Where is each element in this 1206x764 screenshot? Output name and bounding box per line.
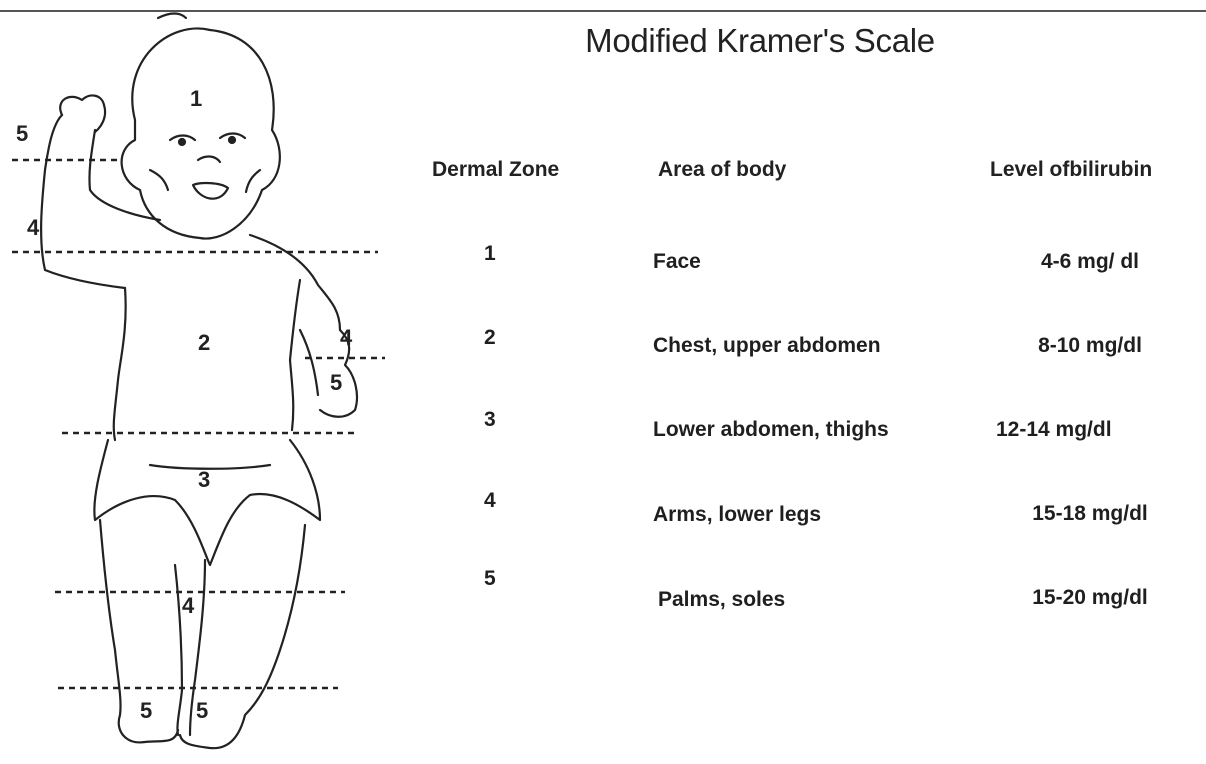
column-header-dermal-zone: Dermal Zone <box>432 158 559 182</box>
column-header-area: Area of body <box>658 158 786 182</box>
page-title: Modified Kramer's Scale <box>540 22 980 60</box>
table-row-2-zone: 2 <box>484 326 504 350</box>
table-row-3-area: Lower abdomen, thighs <box>653 418 889 442</box>
zone-label-right-foot: 5 <box>196 698 208 723</box>
table-row-4-level: 15-18 mg/dl <box>1020 502 1160 526</box>
zone-label-raised-arm: 4 <box>27 215 40 240</box>
head-outline <box>122 28 280 238</box>
table-row-4-area: Arms, lower legs <box>653 503 821 527</box>
zone-label-raised-hand: 5 <box>16 121 28 146</box>
table-row-2-level: 8-10 mg/dl <box>1020 334 1160 358</box>
left-leg-outline <box>100 520 178 742</box>
zone-label-hip: 3 <box>198 467 210 492</box>
table-row-2-area: Chest, upper abdomen <box>653 334 881 358</box>
column-header-level: Level ofbilirubin <box>990 158 1152 182</box>
nose <box>198 156 220 162</box>
infant-zone-illustration: 1 5 4 2 4 5 3 4 5 5 <box>0 0 410 764</box>
zone-label-side-arm: 4 <box>340 325 353 350</box>
zone-label-side-hand: 5 <box>330 370 342 395</box>
mouth <box>193 183 228 199</box>
table-row-5-zone: 5 <box>484 567 504 591</box>
zone-label-chest: 2 <box>198 330 210 355</box>
infant-outline-drawing: 1 5 4 2 4 5 3 4 5 5 <box>0 0 410 764</box>
torso-outline <box>114 288 126 440</box>
table-row-4-zone: 4 <box>484 489 504 513</box>
zone-label-shin: 4 <box>182 593 195 618</box>
zone-label-head: 1 <box>190 86 202 111</box>
table-row-5-area: Palms, soles <box>658 588 785 612</box>
table-row-3-zone: 3 <box>484 408 504 432</box>
zone-label-left-foot: 5 <box>140 698 152 723</box>
diaper-outline <box>94 440 320 565</box>
table-row-5-level: 15-20 mg/dl <box>1020 586 1160 610</box>
table-row-1-area: Face <box>653 250 701 274</box>
table-row-1-zone: 1 <box>484 242 504 266</box>
table-row-3-level: 12-14 mg/dl <box>996 418 1112 442</box>
table-row-1-level: 4-6 mg/ dl <box>1020 250 1160 274</box>
